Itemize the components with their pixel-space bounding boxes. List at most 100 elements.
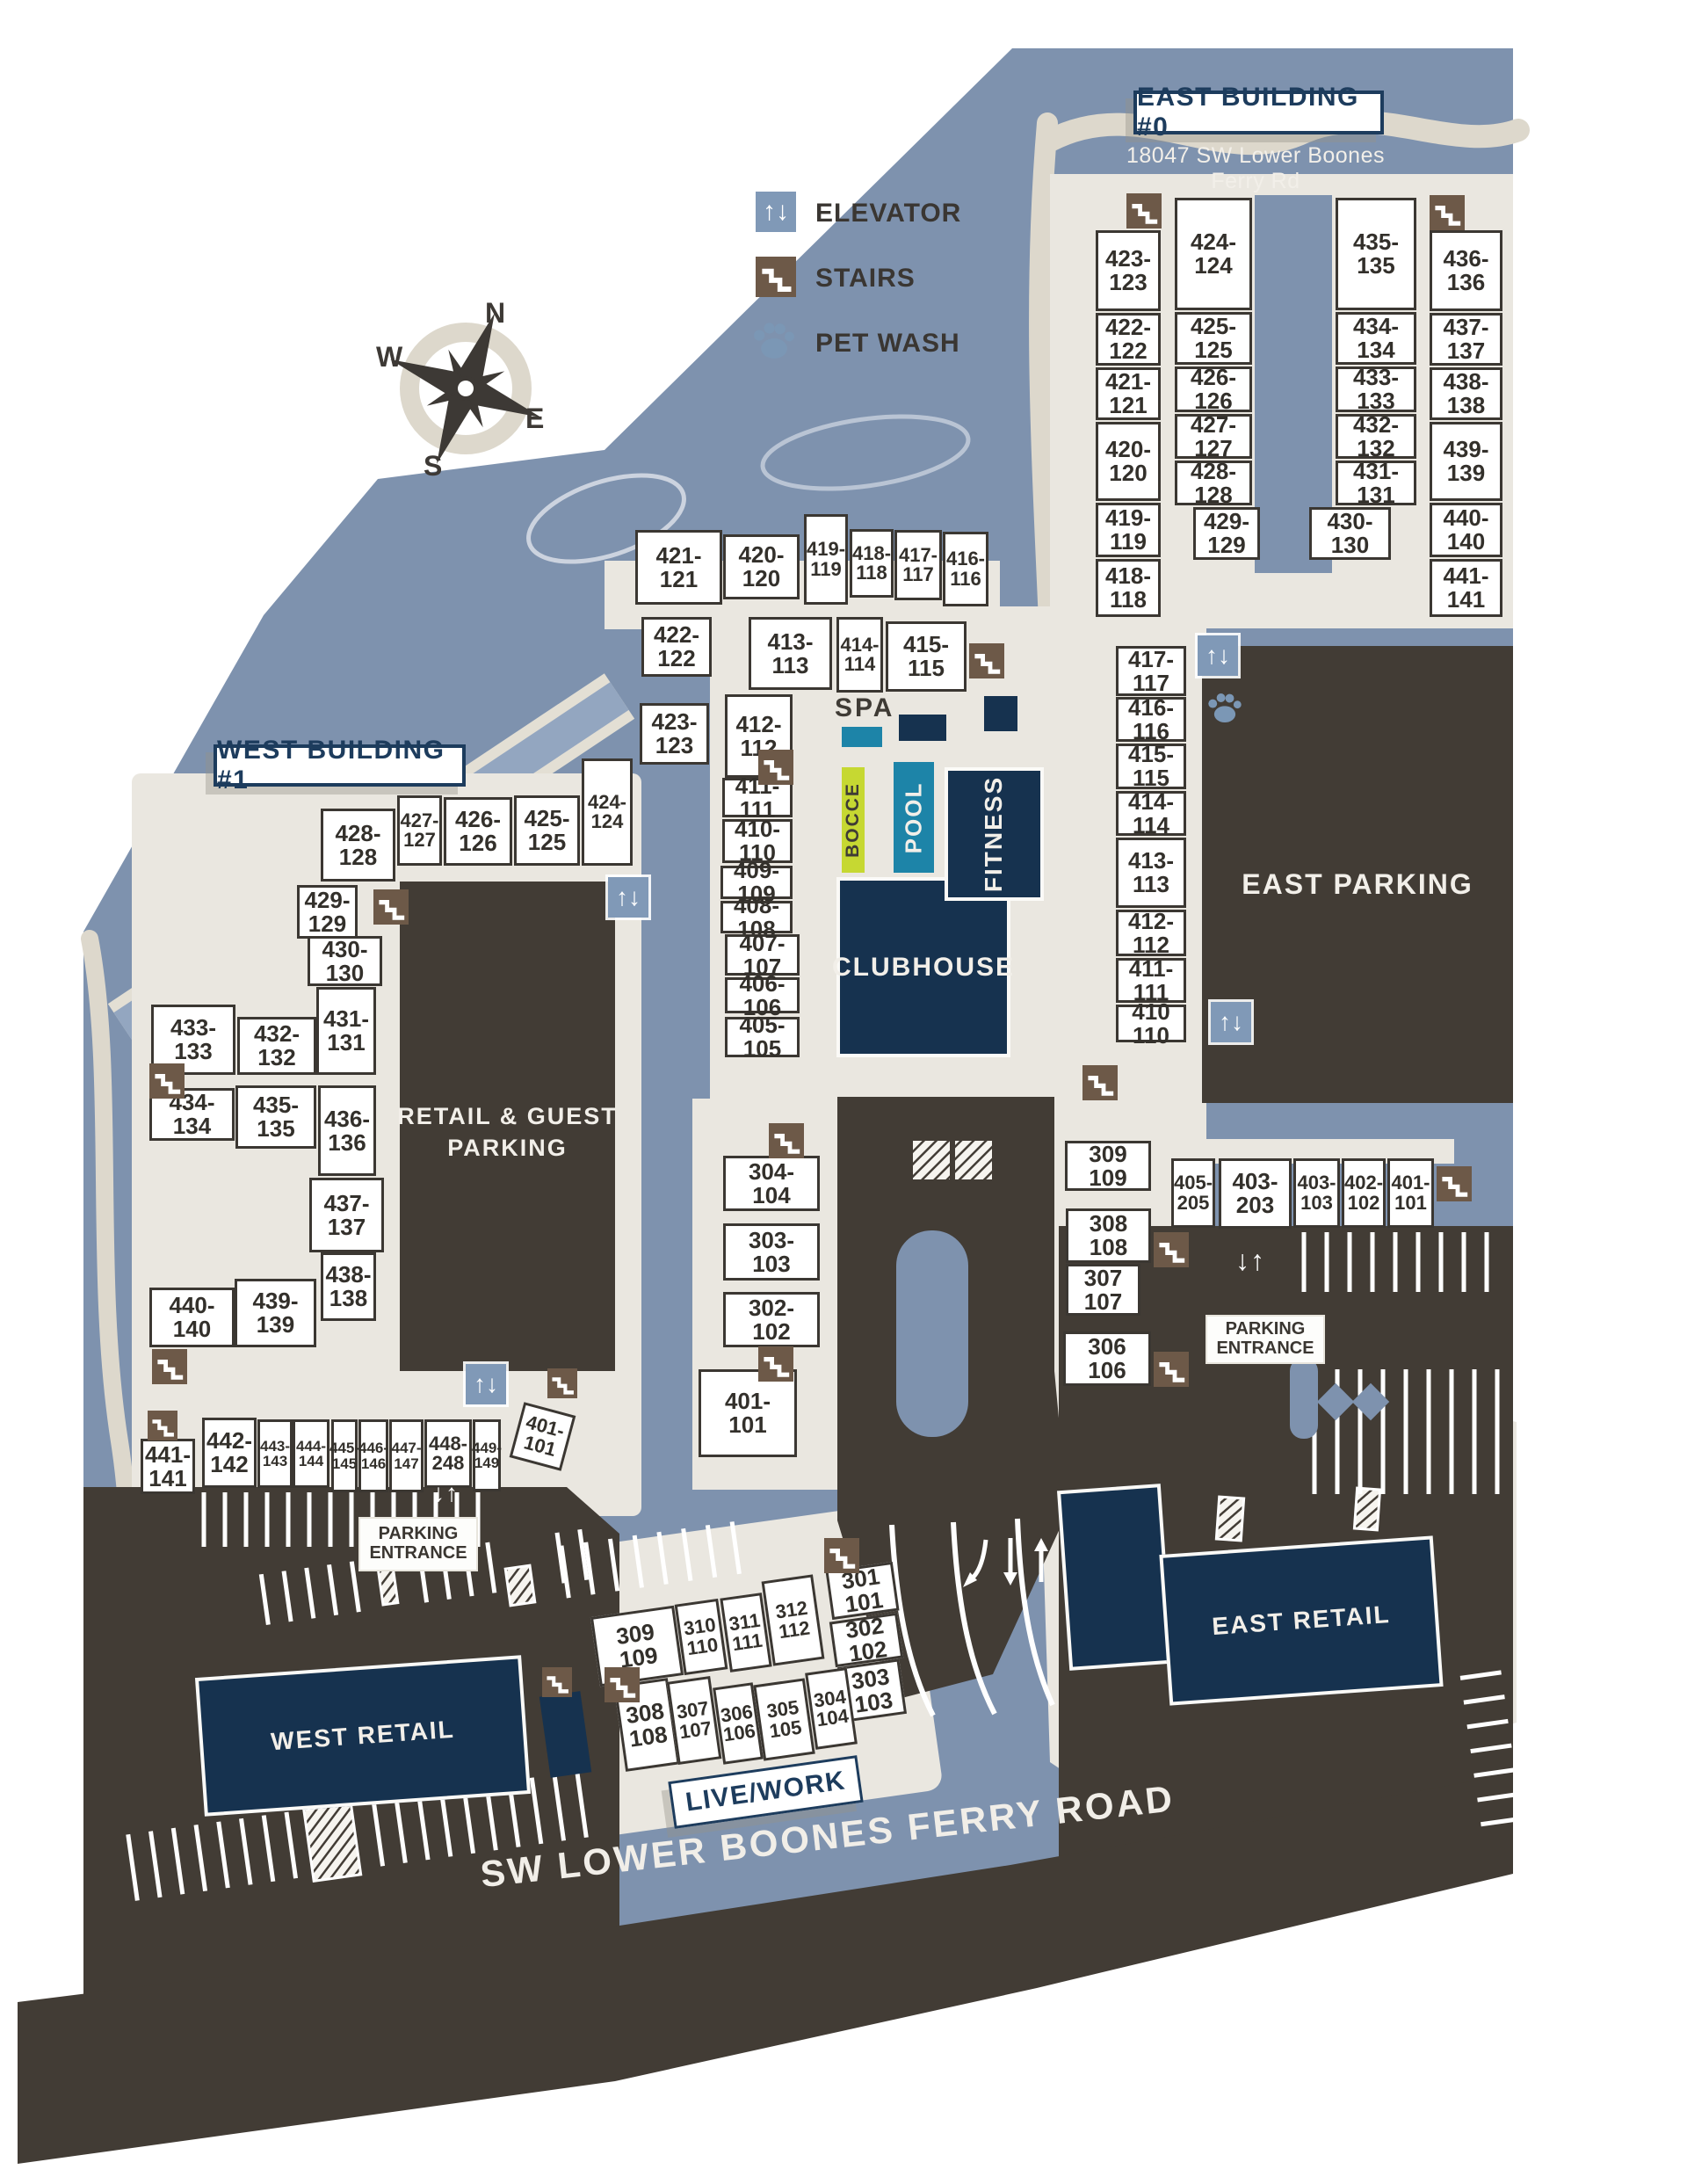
- unit-box: 443- 143: [257, 1419, 293, 1488]
- unit-box: 415- 115: [886, 621, 967, 692]
- livework-stalls: [559, 1521, 742, 1599]
- unit-box: 416- 116: [1116, 696, 1186, 743]
- unit-box: 425- 125: [1175, 312, 1252, 365]
- elevator-glyph: ↑↓: [763, 197, 789, 226]
- unit-box: 304- 104: [723, 1156, 820, 1211]
- east-lot-stalls-rowA: [1301, 1232, 1489, 1292]
- unit-box: 432- 132: [1336, 413, 1416, 460]
- unit-box: 434- 134: [1336, 312, 1416, 365]
- unit-box: 437- 137: [1430, 313, 1502, 366]
- unit-box: 414- 114: [1116, 790, 1186, 837]
- unit-box: 438- 138: [1430, 367, 1502, 420]
- spa: [842, 727, 882, 747]
- bocce-court: BOCCE: [842, 767, 865, 873]
- stairs-icon: [758, 1346, 793, 1382]
- unit-box: 309 109: [1065, 1141, 1151, 1191]
- unit-box: 419- 119: [804, 514, 848, 605]
- amenity-building: [984, 696, 1017, 731]
- legend-elevator-label: ELEVATOR: [815, 199, 962, 228]
- elevator-icon: ↑↓: [756, 192, 796, 232]
- east-building-address: 18047 SW Lower Boones Ferry Rd: [1126, 143, 1385, 193]
- fitness-label: FITNESS: [980, 775, 1008, 893]
- unit-box: 412- 112: [1116, 910, 1186, 956]
- pool: POOL: [894, 762, 934, 873]
- unit-box: 440- 140: [1430, 503, 1502, 557]
- unit-box: 444- 144: [293, 1419, 329, 1488]
- stairs-icon: [373, 889, 409, 925]
- parking-entrance-west: PARKING ENTRANCE: [358, 1517, 478, 1571]
- unit-box: 430- 130: [1309, 507, 1391, 560]
- unit-box: 422- 122: [641, 617, 712, 677]
- unit-box: 428- 128: [321, 809, 395, 882]
- unit-box: 409- 109: [720, 859, 793, 905]
- stairs-icon: [969, 643, 1004, 678]
- unit-box: 305 105: [753, 1678, 815, 1761]
- stairs-icon: [1082, 1065, 1118, 1100]
- unit-box: 405- 105: [725, 1013, 800, 1060]
- west-retail-label: WEST RETAIL: [270, 1715, 456, 1756]
- unit-box: 302- 102: [723, 1292, 820, 1347]
- unit-box: 445- 145: [329, 1419, 359, 1492]
- unit-box: 403- 203: [1219, 1158, 1292, 1229]
- amenity-building: [899, 715, 946, 741]
- unit-box: 431- 131: [1336, 460, 1416, 506]
- compass-s: S: [424, 450, 443, 482]
- unit-box: 440- 140: [149, 1288, 235, 1347]
- unit-box: 413- 113: [749, 617, 832, 690]
- east-parking-label: EAST PARKING: [1242, 868, 1473, 900]
- stairs-icon: [824, 1538, 859, 1573]
- parking-entrance-west-arrows: ↓↑: [432, 1479, 459, 1506]
- unit-box: 429- 129: [1193, 507, 1260, 560]
- unit-box: 448- 248: [424, 1419, 472, 1488]
- legend-stairs-label: STAIRS: [815, 264, 916, 293]
- east-building-title: EAST BUILDING #0: [1133, 83, 1384, 141]
- unit-box: 415- 115: [1116, 743, 1186, 789]
- unit-box: 413- 113: [1116, 838, 1186, 908]
- unit-box: 427- 127: [1175, 413, 1252, 460]
- unit-box: 411- 111: [1116, 957, 1186, 1004]
- bocce-label: BOCCE: [843, 782, 863, 858]
- unit-box: 435- 135: [235, 1085, 316, 1149]
- unit-box: 403- 103: [1293, 1158, 1340, 1228]
- unit-box: 449- 149: [472, 1419, 502, 1491]
- lane-arrows: [963, 1538, 1048, 1587]
- unit-box: 401- 101: [1387, 1158, 1434, 1228]
- unit-box: 429- 129: [297, 885, 358, 939]
- pet-wash-icon: [754, 323, 794, 359]
- unit-box: 308 108: [1066, 1208, 1151, 1263]
- unit-box: 417- 117: [1116, 646, 1186, 696]
- parking-entrance-east: PARKING ENTRANCE: [1206, 1315, 1325, 1364]
- unit-box: 437- 137: [309, 1178, 384, 1252]
- unit-box: 423- 123: [1096, 230, 1161, 311]
- east-lot-stalls-right: [1459, 1670, 1523, 1827]
- legend-pet-wash-label: PET WASH: [815, 329, 960, 358]
- unit-box: 430- 130: [308, 936, 382, 986]
- west-building-title: WEST BUILDING #1: [214, 736, 466, 795]
- west-retail-building: WEST RETAIL: [194, 1655, 532, 1817]
- unit-box: 428- 128: [1175, 460, 1252, 506]
- unit-box: 432- 132: [237, 1017, 316, 1075]
- stairs-icon: [758, 750, 793, 785]
- unit-box: 306 106: [1063, 1331, 1151, 1386]
- east-retail-label: EAST RETAIL: [1211, 1600, 1392, 1641]
- unit-box: 442- 142: [202, 1418, 257, 1488]
- unit-box: 436- 136: [318, 1085, 376, 1176]
- unit-box: 433- 133: [1336, 366, 1416, 412]
- unit-box: 406- 106: [725, 972, 800, 1019]
- unit-box: 421- 121: [635, 530, 722, 605]
- compass-rose: [390, 313, 541, 464]
- unit-box: 439- 139: [1430, 422, 1502, 501]
- retail-guest-parking-label: RETAIL & GUEST PARKING: [397, 1103, 618, 1162]
- unit-box: 407- 107: [725, 932, 800, 978]
- compass-n: N: [485, 297, 506, 329]
- unit-box: 419- 119: [1096, 503, 1161, 557]
- unit-box: 418- 118: [1096, 559, 1161, 617]
- unit-box: 447- 147: [389, 1419, 424, 1492]
- unit-box: 441- 141: [1430, 559, 1502, 617]
- stairs-icon: [547, 1368, 577, 1398]
- pet-wash-icon: [1208, 693, 1242, 723]
- unit-box: 420- 120: [1096, 422, 1161, 501]
- stairs-icon: [1154, 1232, 1189, 1267]
- stairs-icon: [148, 1411, 177, 1440]
